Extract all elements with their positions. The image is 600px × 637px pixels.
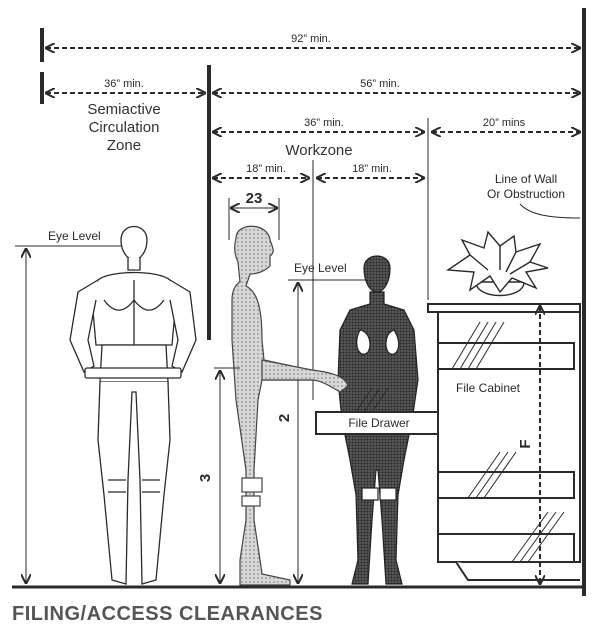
semiactive-label-1: Semiactive <box>87 101 160 118</box>
file-drawer-hatch <box>355 387 389 413</box>
body-depth-label: 23 <box>246 190 263 207</box>
file-cabinet <box>427 303 581 581</box>
wall-span-dimension: 20” mins <box>483 117 526 129</box>
workzone-label: Workzone <box>285 142 352 159</box>
right-span-dimension: 56” min. <box>360 78 400 90</box>
workzone-dimension: 36” min. <box>304 117 344 129</box>
side-profile-figure <box>231 225 317 586</box>
overall-dimension: 92” min. <box>291 33 331 45</box>
workzone-left-dimension: 18” min. <box>246 163 286 175</box>
file-drawer-label: File Drawer <box>348 416 409 430</box>
semiactive-label-3: Zone <box>107 137 141 154</box>
semiactive-label-2: Circulation <box>89 119 160 136</box>
height-2-label: 2 <box>276 414 293 422</box>
cabinet-hatch-1 <box>451 321 505 370</box>
diagram-title: FILING/ACCESS CLEARANCES <box>12 603 323 625</box>
extended-arm <box>261 359 349 393</box>
wall-leader <box>519 203 581 219</box>
workzone-right-dimension: 18” min. <box>352 163 392 175</box>
wall-label-1: Line of Wall <box>495 172 557 186</box>
file-cabinet-label: File Cabinet <box>456 381 521 395</box>
wall-label-2: Or Obstruction <box>487 187 565 201</box>
cabinet-hatch-2 <box>467 451 517 499</box>
semiactive-dimension: 36” min. <box>104 78 144 90</box>
eye-level-right-label: Eye Level <box>294 261 347 275</box>
standing-figure-left <box>69 225 197 585</box>
cabinet-height-label: F <box>517 439 534 448</box>
height-3-label: 3 <box>197 474 214 482</box>
eye-level-left-label: Eye Level <box>48 229 101 243</box>
potted-plant <box>445 230 549 297</box>
front-figure-dark <box>337 255 419 585</box>
